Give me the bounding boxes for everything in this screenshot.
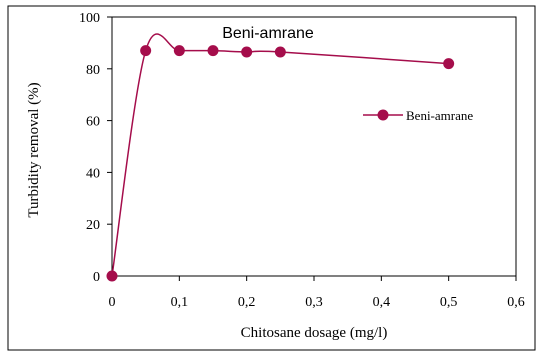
x-tick-label: 0,2: [238, 295, 256, 310]
chart-title: Beni-amrane: [222, 25, 314, 42]
y-tick-label: 0: [93, 270, 100, 285]
series-line: [111, 33, 449, 277]
y-tick-label: 20: [86, 218, 100, 233]
x-tick-label: 0,1: [171, 295, 189, 310]
x-axis-title: Chitosane dosage (mg/l): [241, 325, 388, 341]
legend-marker: [377, 109, 389, 121]
data-point: [274, 46, 286, 58]
data-point: [241, 46, 253, 58]
y-tick-label: 80: [86, 63, 100, 78]
y-tick-label: 60: [86, 115, 100, 130]
y-tick-label: 40: [86, 166, 100, 181]
series-layer: [106, 33, 455, 282]
data-point: [140, 45, 152, 57]
data-point: [443, 58, 455, 70]
y-axis-ticks: 0 20 40 60 80 100: [79, 11, 112, 285]
legend-label: Beni-amrane: [406, 108, 473, 123]
x-axis-ticks: 0 0,1 0,2 0,3 0,4 0,5 0,6: [109, 276, 525, 310]
data-point: [173, 45, 185, 57]
legend: Beni-amrane: [363, 108, 473, 123]
x-tick-label: 0,4: [373, 295, 391, 310]
y-axis-title: Turbidity removal (%): [26, 82, 42, 217]
x-tick-label: 0: [109, 295, 116, 310]
x-tick-label: 0,6: [507, 295, 525, 310]
data-point: [106, 270, 118, 282]
data-point: [207, 45, 219, 57]
x-tick-label: 0,3: [305, 295, 323, 310]
x-tick-label: 0,5: [440, 295, 458, 310]
y-tick-label: 100: [79, 11, 100, 26]
